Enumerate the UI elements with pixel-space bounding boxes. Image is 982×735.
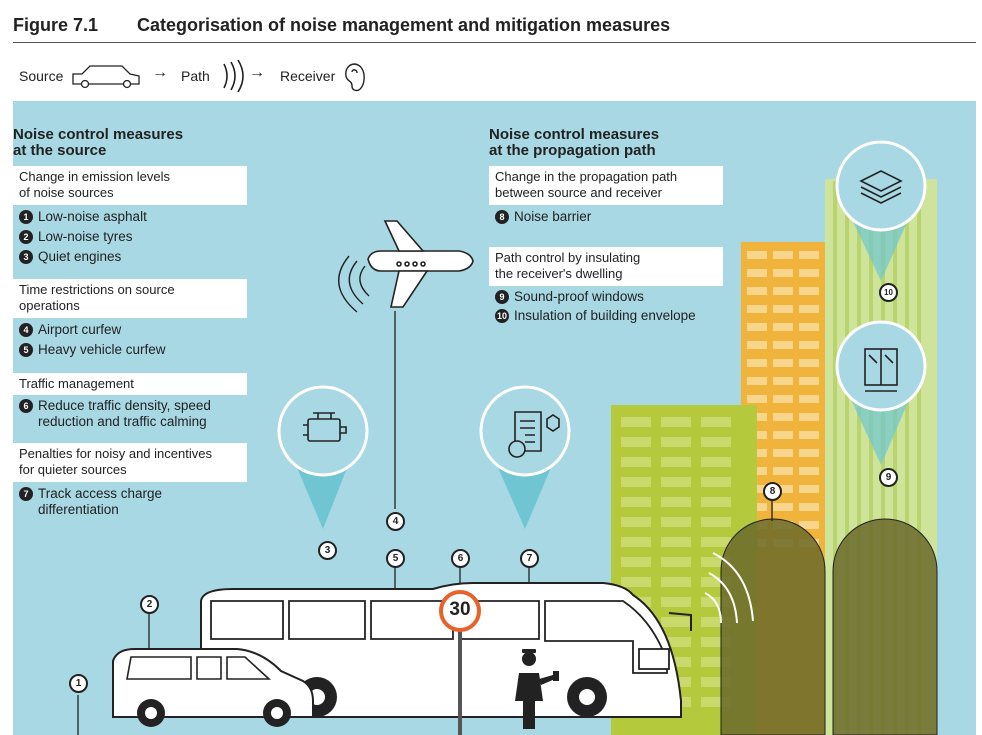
marker-5: 5 bbox=[386, 549, 405, 568]
source-group-penalties-title: Penalties for noisy and incentives for q… bbox=[13, 443, 247, 482]
figure-number: Figure 7.1 bbox=[13, 15, 99, 35]
marker-4: 4 bbox=[386, 512, 405, 531]
engine-icon bbox=[303, 412, 347, 442]
marker-7: 7 bbox=[520, 549, 539, 568]
source-group-time-title: Time restrictions on source operations bbox=[13, 279, 247, 318]
flow-source-label: Source bbox=[19, 68, 64, 84]
van-icon bbox=[112, 648, 314, 727]
marker-2: 2 bbox=[140, 595, 159, 614]
window-icon bbox=[864, 348, 898, 392]
marker-10: 10 bbox=[879, 283, 898, 302]
marker-8: 8 bbox=[763, 482, 782, 501]
euro-document-icon bbox=[508, 411, 560, 458]
figure-header: Figure 7.1 Categorisation of noise manag… bbox=[13, 12, 976, 43]
insulation-layers-icon bbox=[859, 170, 903, 204]
path-group-insulation-title: Path control by insulating the receiver'… bbox=[489, 247, 723, 286]
figure-title: Categorisation of noise management and m… bbox=[137, 15, 671, 35]
speed-limit-sign: 30 bbox=[449, 599, 471, 620]
marker-9: 9 bbox=[879, 468, 898, 487]
scene-illustration bbox=[77, 140, 938, 735]
flow-arrow-2: → bbox=[249, 64, 265, 81]
flow-receiver-label: Receiver bbox=[280, 68, 336, 84]
source-group-traffic-title: Traffic management bbox=[13, 373, 247, 395]
source-section-heading: Noise control measures at the source bbox=[13, 126, 184, 159]
source-group-emission-title: Change in emission levels of noise sourc… bbox=[13, 166, 247, 205]
path-group-propagation-title: Change in the propagation path between s… bbox=[489, 166, 723, 205]
marker-1: 1 bbox=[69, 674, 88, 693]
bus-icon bbox=[200, 582, 692, 718]
marker-3: 3 bbox=[318, 541, 337, 560]
path-section-heading: Noise control measures at the propagatio… bbox=[489, 126, 660, 159]
airplane-icon bbox=[367, 220, 474, 308]
illustration-panel: Noise control measures at the source Cha… bbox=[13, 101, 976, 735]
flow-arrow-1: → bbox=[152, 64, 168, 81]
flow-path-label: Path bbox=[181, 68, 210, 84]
traffic-officer-icon bbox=[515, 649, 559, 729]
marker-6: 6 bbox=[451, 549, 470, 568]
source-path-receiver-flow: Source → Path → Receiver bbox=[0, 58, 400, 94]
